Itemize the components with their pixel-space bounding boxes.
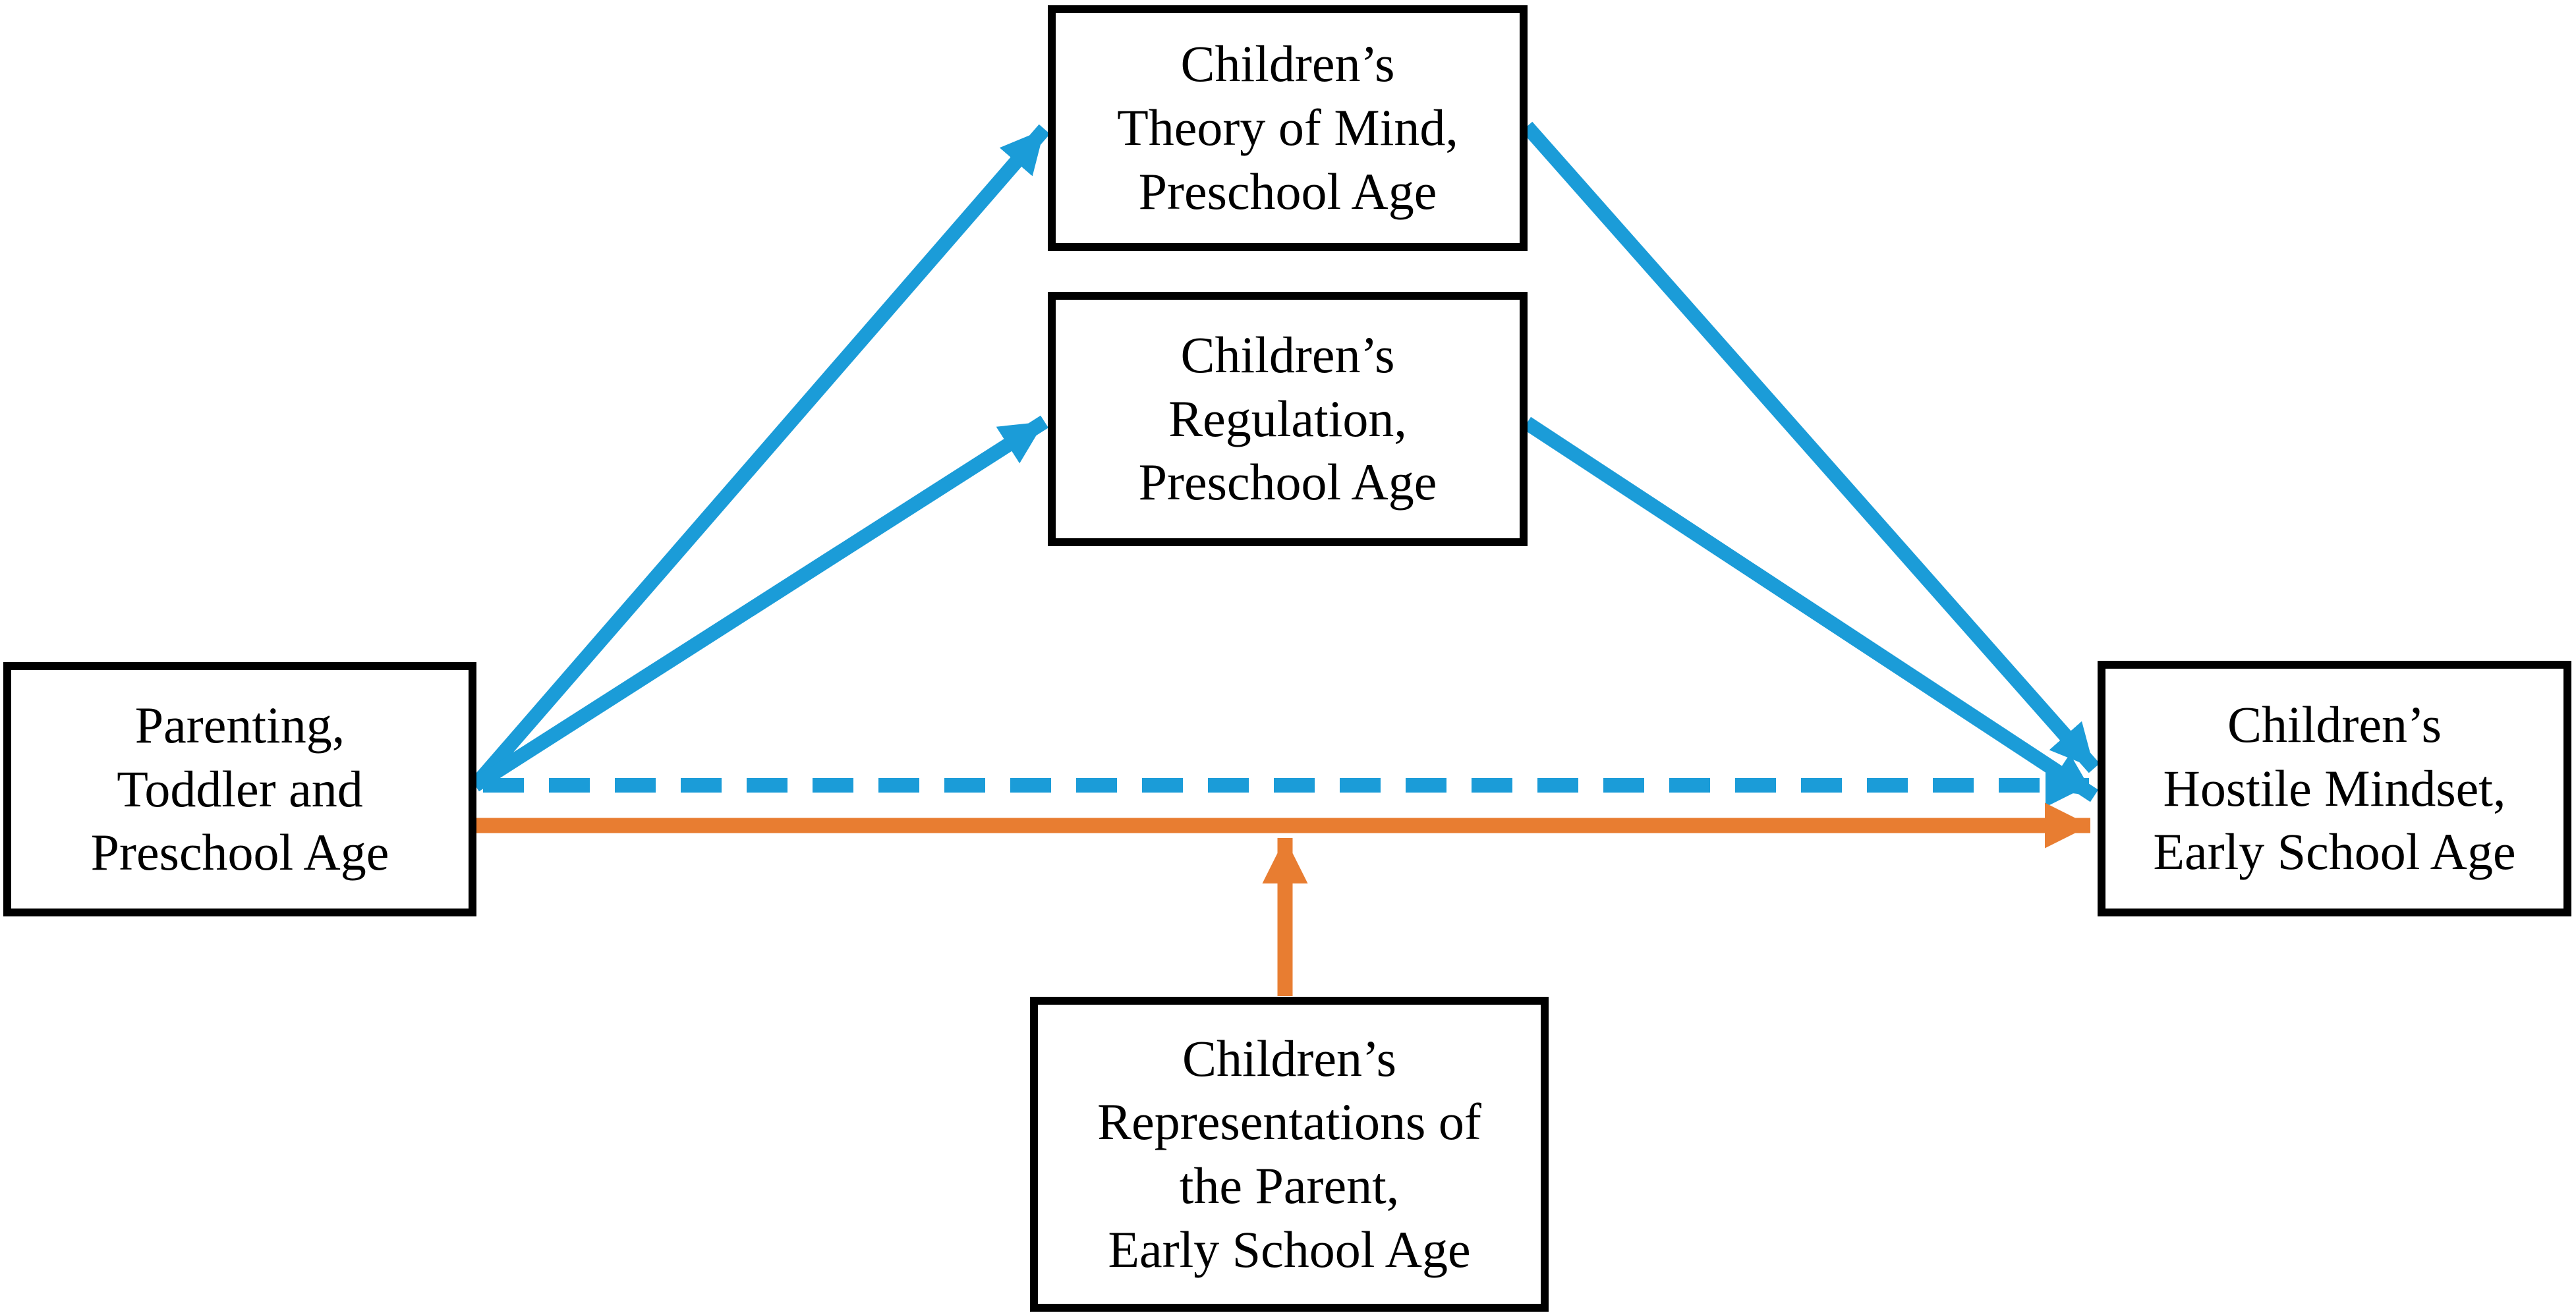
edge-parenting-to-theory (469, 124, 1050, 791)
node-theory-of-mind: Children’s Theory of Mind, Preschool Age (1048, 5, 1528, 251)
edge-parenting-to-regulation (471, 415, 1048, 792)
node-theory-of-mind-label: Children’s Theory of Mind, Preschool Age (1117, 35, 1458, 220)
node-representations-of-parent-label: Children’s Representations of the Parent… (1097, 1029, 1481, 1278)
node-regulation-label: Children’s Regulation, Preschool Age (1138, 325, 1437, 511)
node-hostile-mindset-label: Children’s Hostile Mindset, Early School… (2153, 695, 2516, 881)
node-parenting-label: Parenting, Toddler and Preschool Age (90, 696, 389, 881)
node-representations-of-parent: Children’s Representations of the Parent… (1030, 997, 1549, 1312)
edge-regulation-to-hostile (1522, 416, 2099, 802)
edge-theory-to-hostile (1521, 121, 2100, 773)
node-parenting: Parenting, Toddler and Preschool Age (3, 662, 476, 916)
node-regulation: Children’s Regulation, Preschool Age (1048, 292, 1528, 546)
node-hostile-mindset: Children’s Hostile Mindset, Early School… (2098, 661, 2571, 916)
